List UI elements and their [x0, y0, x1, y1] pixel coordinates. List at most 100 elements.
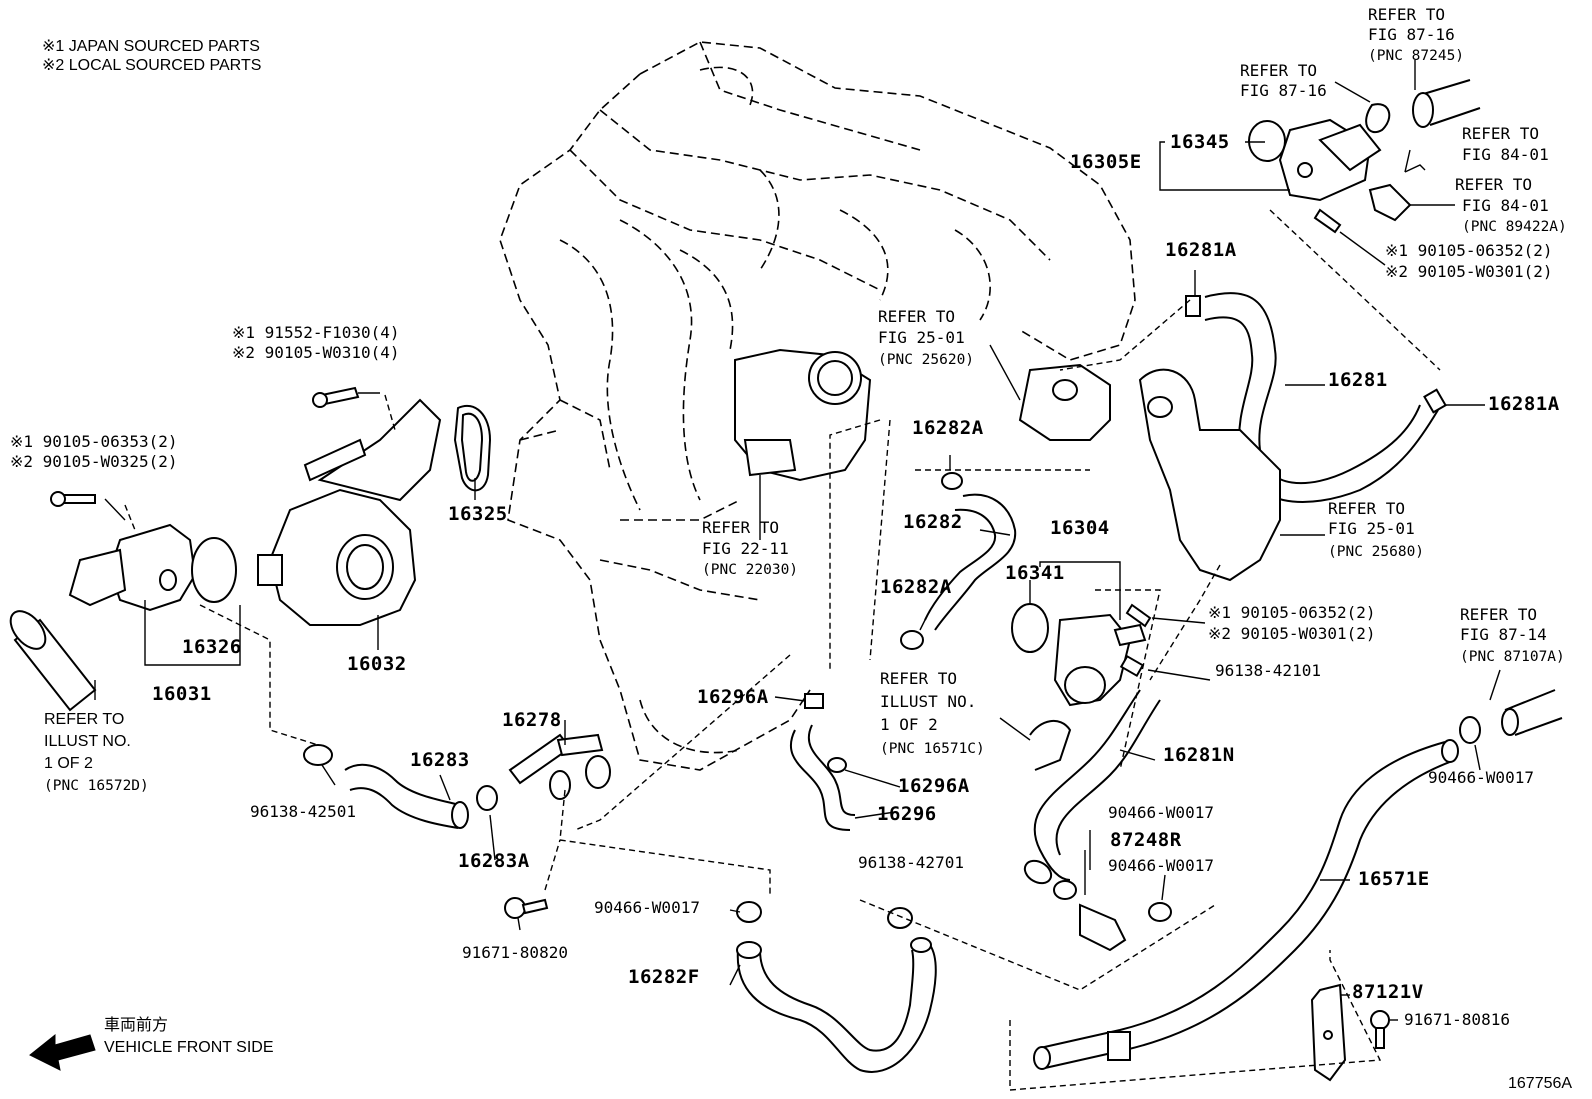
refer-22-11-line3: (PNC 22030): [702, 562, 798, 578]
hose-16283[interactable]: [344, 763, 469, 829]
part-number-16278: 16278: [502, 709, 562, 731]
refer-87-16-b-line2: FIG 87-16: [1240, 81, 1327, 100]
bolt-tl-japan: ※1 91552-F1030(4): [232, 323, 400, 342]
clamp-16281A-right: [1423, 388, 1447, 414]
part-number-16326: 16326: [182, 636, 242, 658]
refer-87-14-line2: FIG 87-14: [1460, 625, 1547, 644]
thermostat-housing-16031[interactable]: [68, 523, 197, 612]
part-number-16296A-top: 16296A: [697, 686, 769, 708]
clamp-90466-W0017-c: [736, 901, 762, 923]
bracket-87121V[interactable]: [1310, 983, 1347, 1082]
part-number-16032: 16032: [347, 653, 407, 675]
part-number-16296: 16296: [877, 803, 937, 825]
hose-16282F[interactable]: [736, 937, 937, 1073]
bolt-tr-local: ※2 90105-W0301(2): [1385, 262, 1553, 281]
part-number-96138-42101: 96138-42101: [1215, 661, 1321, 680]
pipe-16278[interactable]: [508, 733, 611, 800]
part-number-16305E: 16305E: [1070, 151, 1142, 173]
bolt-l: [50, 491, 96, 507]
part-number-16571E: 16571E: [1358, 868, 1430, 890]
refer-87-16-b-line1: REFER TO: [1240, 61, 1317, 80]
refer-illust-l-line4: (PNC 16572D): [44, 778, 149, 794]
refer-25-01-a-line1: REFER TO: [878, 307, 955, 326]
part-number-87248R: 87248R: [1110, 829, 1182, 851]
part-number-90466-W0017-b: 90466-W0017: [1108, 856, 1214, 875]
refer-22-11-line1: REFER TO: [702, 518, 779, 537]
hose-end-87107A: [1501, 689, 1563, 736]
clamp-96138-42701: [887, 907, 913, 929]
clamp-16296A-bot: [827, 757, 847, 773]
water-outlet-16032[interactable]: [257, 398, 442, 626]
clamp-16282A-bot: [900, 630, 924, 650]
clamp-16283A: [476, 785, 498, 811]
clip-part: [1404, 164, 1426, 173]
gasket-16326[interactable]: [191, 537, 237, 603]
gasket-16325[interactable]: [453, 404, 492, 492]
refer-illust-l-line2: ILLUST NO.: [44, 733, 131, 750]
clamp-16282A-top: [941, 472, 963, 490]
fitting-87248R[interactable]: [1079, 903, 1127, 952]
bolt-mr-japan: ※1 90105-06352(2): [1208, 603, 1376, 622]
part-number-16281N: 16281N: [1163, 744, 1235, 766]
refer-84-01-a-line2: FIG 84-01: [1462, 145, 1549, 164]
hose-end-16572D: [9, 610, 97, 712]
part-number-16281: 16281: [1328, 369, 1388, 391]
part-number-16283A: 16283A: [458, 850, 530, 872]
hose-end-16571C: [1029, 720, 1072, 771]
refer-25-01-a-line2: FIG 25-01: [878, 328, 965, 347]
refer-illust-m-line2: ILLUST NO.: [880, 692, 976, 711]
refer-illust-m-line3: 1 OF 2: [880, 715, 938, 734]
front-side-japanese: 車両前方: [104, 1016, 168, 1034]
front-side-english: VEHICLE FRONT SIDE: [104, 1039, 274, 1056]
part-number-16281A-right: 16281A: [1488, 393, 1560, 415]
bolt-l-local: ※2 90105-W0325(2): [10, 452, 178, 471]
hose-16571E[interactable]: [1033, 739, 1459, 1070]
clamp-90466-W0017-d: [1459, 716, 1481, 744]
leader-lines: [94, 60, 1501, 1091]
part-number-91671-80816: 91671-80816: [1404, 1010, 1510, 1029]
refer-22-11-line2: FIG 22-11: [702, 539, 789, 558]
refer-illust-m-line1: REFER TO: [880, 669, 957, 688]
clamp-90466-W0017-a: [1053, 880, 1077, 900]
bolt-tl: [312, 386, 360, 408]
part-number-16282A-bot: 16282A: [880, 576, 952, 598]
thermostat-housing-16305E[interactable]: [1248, 118, 1382, 202]
refer-87-16-a-line2: FIG 87-16: [1368, 25, 1455, 44]
part-number-16341: 16341: [1005, 562, 1065, 584]
part-number-96138-42501: 96138-42501: [250, 802, 356, 821]
refer-illust-l-line3: 1 OF 2: [44, 755, 93, 772]
bolt-91671-80816: [1370, 1010, 1390, 1049]
hose-16281N[interactable]: [1021, 689, 1161, 888]
refer-84-01-b-line3: (PNC 89422A): [1462, 219, 1567, 235]
gasket-16341[interactable]: [1011, 603, 1049, 653]
part-number-16282: 16282: [903, 511, 963, 533]
part-number-90466-W0017-a: 90466-W0017: [1108, 803, 1214, 822]
part-number-91671-80820: 91671-80820: [462, 943, 568, 962]
part-number-87121V: 87121V: [1352, 981, 1424, 1003]
refer-25-01-a-line3: (PNC 25620): [878, 352, 974, 368]
refer-84-01-b-line1: REFER TO: [1455, 175, 1532, 194]
refer-84-01-a-line1: REFER TO: [1462, 124, 1539, 143]
hose-16282[interactable]: [924, 493, 1017, 631]
refer-87-16-a-line3: (PNC 87245): [1368, 48, 1464, 64]
bolt-tl-local: ※2 90105-W0310(4): [232, 343, 400, 362]
refer-84-01-b-line2: FIG 84-01: [1462, 196, 1549, 215]
egr-part-25680: [1138, 368, 1281, 582]
refer-87-16-a-line1: REFER TO: [1368, 5, 1445, 24]
refer-25-01-b-line1: REFER TO: [1328, 499, 1405, 518]
part-number-16296A-bot: 16296A: [898, 775, 970, 797]
refer-25-01-b-line3: (PNC 25680): [1328, 544, 1424, 560]
part-number-16325: 16325: [448, 503, 508, 525]
part-number-90466-W0017-d: 90466-W0017: [1428, 768, 1534, 787]
part-number-16345: 16345: [1170, 131, 1230, 153]
note-local-sourced: ※2 LOCAL SOURCED PARTS: [42, 57, 261, 74]
bolt-tr: [1313, 208, 1342, 234]
note-japan-sourced: ※1 JAPAN SOURCED PARTS: [42, 38, 260, 55]
part-number-90466-W0017-c: 90466-W0017: [594, 898, 700, 917]
clamp-16296A-top: [804, 693, 824, 709]
water-inlet-16304[interactable]: [1053, 613, 1147, 707]
front-arrow-icon: [29, 1033, 96, 1071]
hose-16296[interactable]: [789, 724, 856, 831]
part-number-96138-42701: 96138-42701: [858, 853, 964, 872]
